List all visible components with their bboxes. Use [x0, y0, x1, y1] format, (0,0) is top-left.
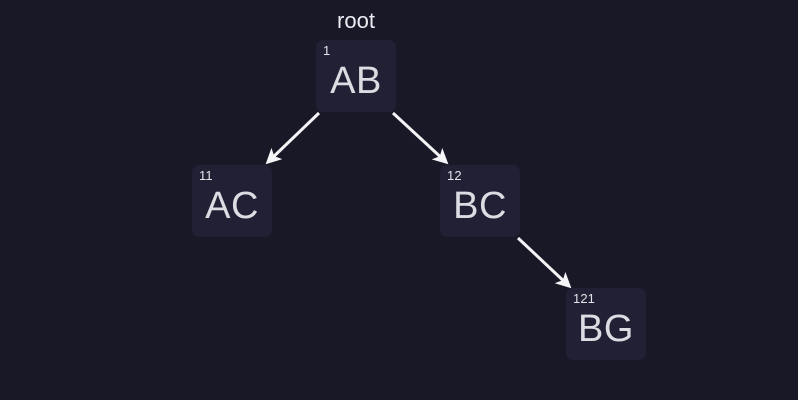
- edge-ab-to-ac: [265, 111, 321, 165]
- node-index-bc: 12: [447, 168, 462, 183]
- node-label-ab: AB: [330, 60, 382, 102]
- node-label-bg: BG: [578, 308, 634, 350]
- node-index-ab: 1: [323, 43, 331, 58]
- edge-ab-to-bc: [391, 111, 449, 165]
- edges-group: [265, 111, 572, 289]
- node-index-bg: 121: [573, 291, 595, 306]
- node-index-ac: 11: [199, 168, 213, 183]
- edge-bc-to-bg: [516, 236, 572, 289]
- node-label-ac: AC: [205, 185, 259, 227]
- root-caption: root: [337, 8, 375, 33]
- node-label-bc: BC: [453, 185, 507, 227]
